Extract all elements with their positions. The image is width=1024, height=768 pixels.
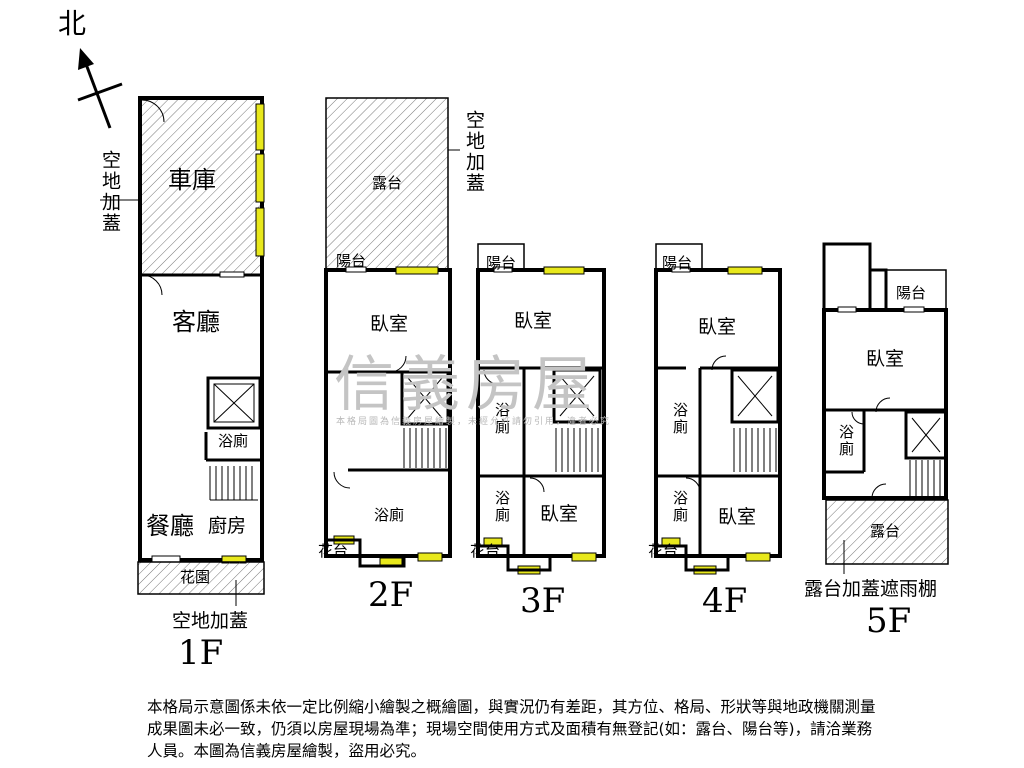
north-arrow-icon [77,48,123,129]
f5-bath-label: 浴廁 [837,424,855,458]
living-room-label: 客廳 [172,308,220,336]
f2-bath-label: 浴廁 [374,506,405,524]
f5-terrace-label: 露台 [870,522,901,540]
floor-1-label: 1F [178,633,224,673]
f4-bath2-label: 浴廁 [671,490,689,524]
f3-flower-label: 花台 [470,542,501,560]
garage-label: 車庫 [168,166,216,194]
f3-bath2-label: 浴廁 [493,490,511,524]
f3-balcony-label: 陽台 [486,254,517,272]
compass-north-label: 北 [58,7,87,40]
floor-5-label: 5F [866,601,912,641]
f1-side-extension-note: 空地加蓋 [99,150,121,234]
floor-3-plan [476,243,606,575]
watermark-brand: 信義房屋 [334,350,598,420]
floor-5-plan [822,242,949,574]
floor-3-label: 3F [520,581,566,621]
f4-flower-label: 花台 [648,542,679,560]
f5-bedroom-label: 臥室 [866,348,905,370]
f1-bath-label: 浴廁 [218,432,249,450]
f1-bottom-extension-note: 空地加蓋 [172,610,249,632]
f4-bath1-label: 浴廁 [671,402,689,436]
kitchen-label: 廚房 [208,515,247,537]
f2-balcony-label: 陽台 [336,252,367,270]
f5-rain-shelter-note: 露台加蓋遮雨棚 [804,578,938,600]
disclaimer-text: 本格局示意圖係未依一定比例縮小繪製之概繪圖，與實況仍有差距，其方位、格局、形狀等… [147,698,876,760]
watermark-text: 本格局圖為信義房屋繪製，未經允許請勿引用，違者必究 [336,417,612,427]
f2-extension-note: 空地加蓋 [463,110,485,194]
floor-2-label: 2F [368,575,414,615]
f4-bedroom2-label: 臥室 [718,506,757,528]
f5-balcony-label: 陽台 [896,284,927,302]
floor-2-plan [324,97,460,568]
f3-bath1-label: 浴廁 [493,402,511,436]
f2-bedroom-label: 臥室 [370,313,409,335]
garden-label: 花園 [180,568,211,586]
f2-flower-label: 花台 [318,542,349,560]
floor-1-plan [100,96,265,606]
dining-label: 餐廳 [146,512,194,540]
floor-4-plan [654,243,782,575]
f3-bedroom2-label: 臥室 [540,503,579,525]
floor-4-label: 4F [702,581,748,621]
f4-balcony-label: 陽台 [662,254,693,272]
f2-terrace-label: 露台 [372,174,403,192]
f4-bedroom1-label: 臥室 [698,316,737,338]
f3-bedroom1-label: 臥室 [514,310,553,332]
